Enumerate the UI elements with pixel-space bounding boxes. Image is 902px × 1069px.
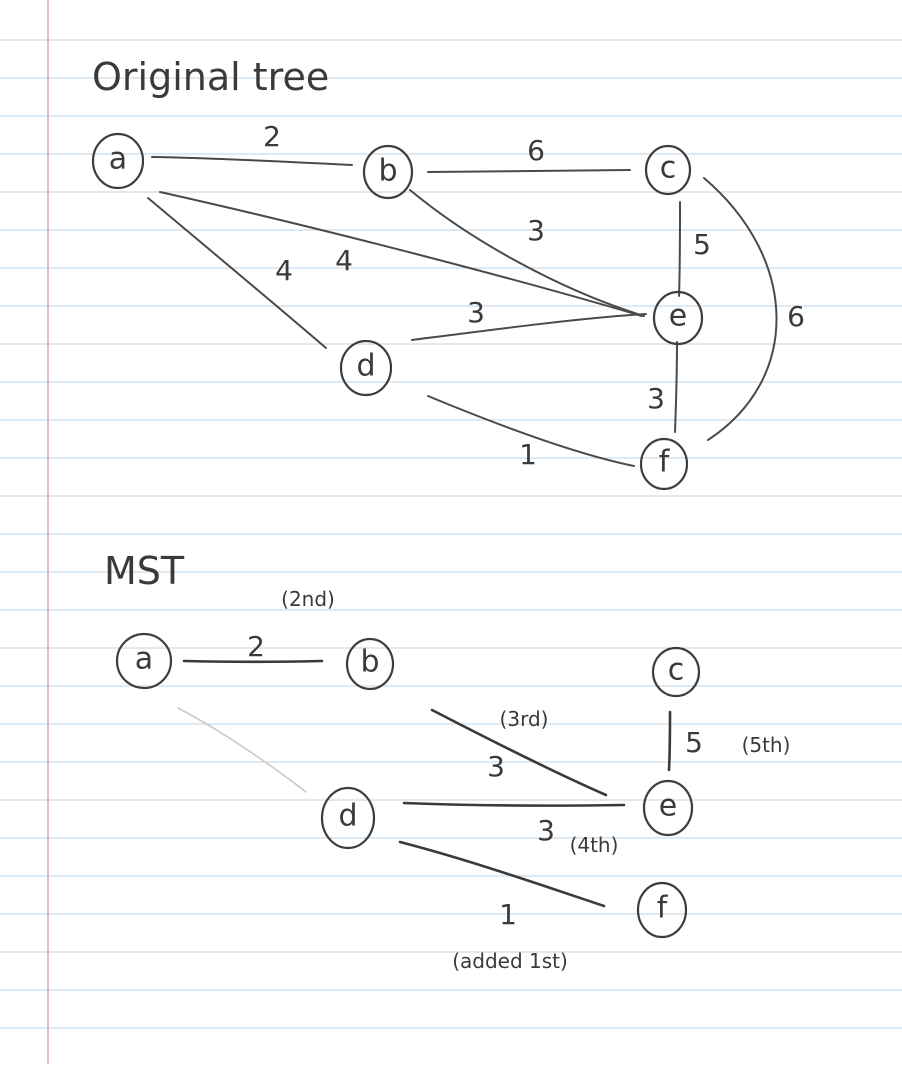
weight-c-f: 6 <box>787 300 805 333</box>
mst-node-a-label: a <box>135 642 153 677</box>
mst-weight-a-b: 2 <box>247 630 265 663</box>
node-b: b <box>362 144 414 200</box>
edge-a-e <box>159 191 643 317</box>
edge-b-e <box>409 189 645 317</box>
weight-d-f: 1 <box>519 438 537 471</box>
mst-note-b-e: (3rd) <box>500 707 549 731</box>
weight-e-f: 3 <box>647 382 665 415</box>
node-b-label: b <box>378 154 397 189</box>
mst-note-d-f: (added 1st) <box>452 949 568 973</box>
mst-node-d: d <box>320 786 376 850</box>
node-d: d <box>339 339 393 397</box>
mst-node-d-label: d <box>338 799 357 834</box>
mst-weight-c-e: 5 <box>685 726 703 759</box>
mst-faint-a-d <box>177 707 307 793</box>
node-a: a <box>91 132 145 190</box>
mst-order-notes: (2nd) (3rd) (4th) (5th) (added 1st) <box>281 587 790 973</box>
mst-note-c-e: (5th) <box>742 733 791 757</box>
mst-node-c: c <box>651 646 701 698</box>
edge-d-e <box>411 313 647 341</box>
original-tree-heading: Original tree <box>92 55 329 99</box>
mst-weight-d-f: 1 <box>499 898 517 931</box>
weight-b-e: 3 <box>527 214 545 247</box>
mst-node-c-label: c <box>668 653 685 688</box>
mst-node-b: b <box>345 637 395 691</box>
mst-edge-a-b <box>182 659 324 664</box>
edge-a-b <box>151 156 353 166</box>
mst-edge-d-e <box>402 801 626 807</box>
weight-a-b: 2 <box>263 120 281 153</box>
edge-a-d <box>147 197 327 349</box>
edge-d-f <box>427 395 635 467</box>
weight-d-e: 3 <box>467 296 485 329</box>
ruled-lines <box>0 39 902 1029</box>
weight-a-d: 4 <box>275 254 293 287</box>
node-f: f <box>639 437 689 491</box>
mst-edge-d-f <box>398 840 606 908</box>
original-weights: 2 6 3 4 4 3 5 6 3 1 <box>263 120 805 471</box>
mst-edge-b-e <box>430 708 608 797</box>
mst-edges <box>177 659 672 908</box>
mst-note-d-e: (4th) <box>570 833 619 857</box>
mst-weight-d-e: 3 <box>537 814 555 847</box>
mst-node-a: a <box>115 632 173 690</box>
mst-weights: 2 3 3 5 1 <box>247 630 703 931</box>
edge-b-c <box>427 169 631 173</box>
weight-a-e: 4 <box>335 244 353 277</box>
mst-edge-c-e <box>667 710 672 772</box>
node-f-label: f <box>659 445 671 480</box>
edge-c-f <box>703 177 778 441</box>
node-a-label: a <box>109 142 127 177</box>
node-e: e <box>652 290 704 346</box>
original-nodes: a b c d e f <box>91 132 704 491</box>
node-e-label: e <box>669 299 687 334</box>
mst-nodes: a b c d e f <box>115 632 701 939</box>
weight-b-c: 6 <box>527 134 545 167</box>
mst-heading: MST <box>104 549 185 593</box>
mst-node-b-label: b <box>360 645 379 680</box>
node-c-label: c <box>660 151 677 186</box>
mst-node-f: f <box>636 881 688 939</box>
mst-weight-b-e: 3 <box>487 750 505 783</box>
original-edges <box>147 156 778 467</box>
weight-c-e: 5 <box>693 228 711 261</box>
mst-node-e: e <box>642 779 694 837</box>
edge-c-e <box>678 201 681 297</box>
node-c: c <box>644 144 692 196</box>
mst-note-a-b: (2nd) <box>281 587 335 611</box>
mst-node-e-label: e <box>659 789 677 824</box>
node-d-label: d <box>356 349 375 384</box>
mst-node-f-label: f <box>657 891 669 926</box>
edge-e-f <box>674 341 678 433</box>
